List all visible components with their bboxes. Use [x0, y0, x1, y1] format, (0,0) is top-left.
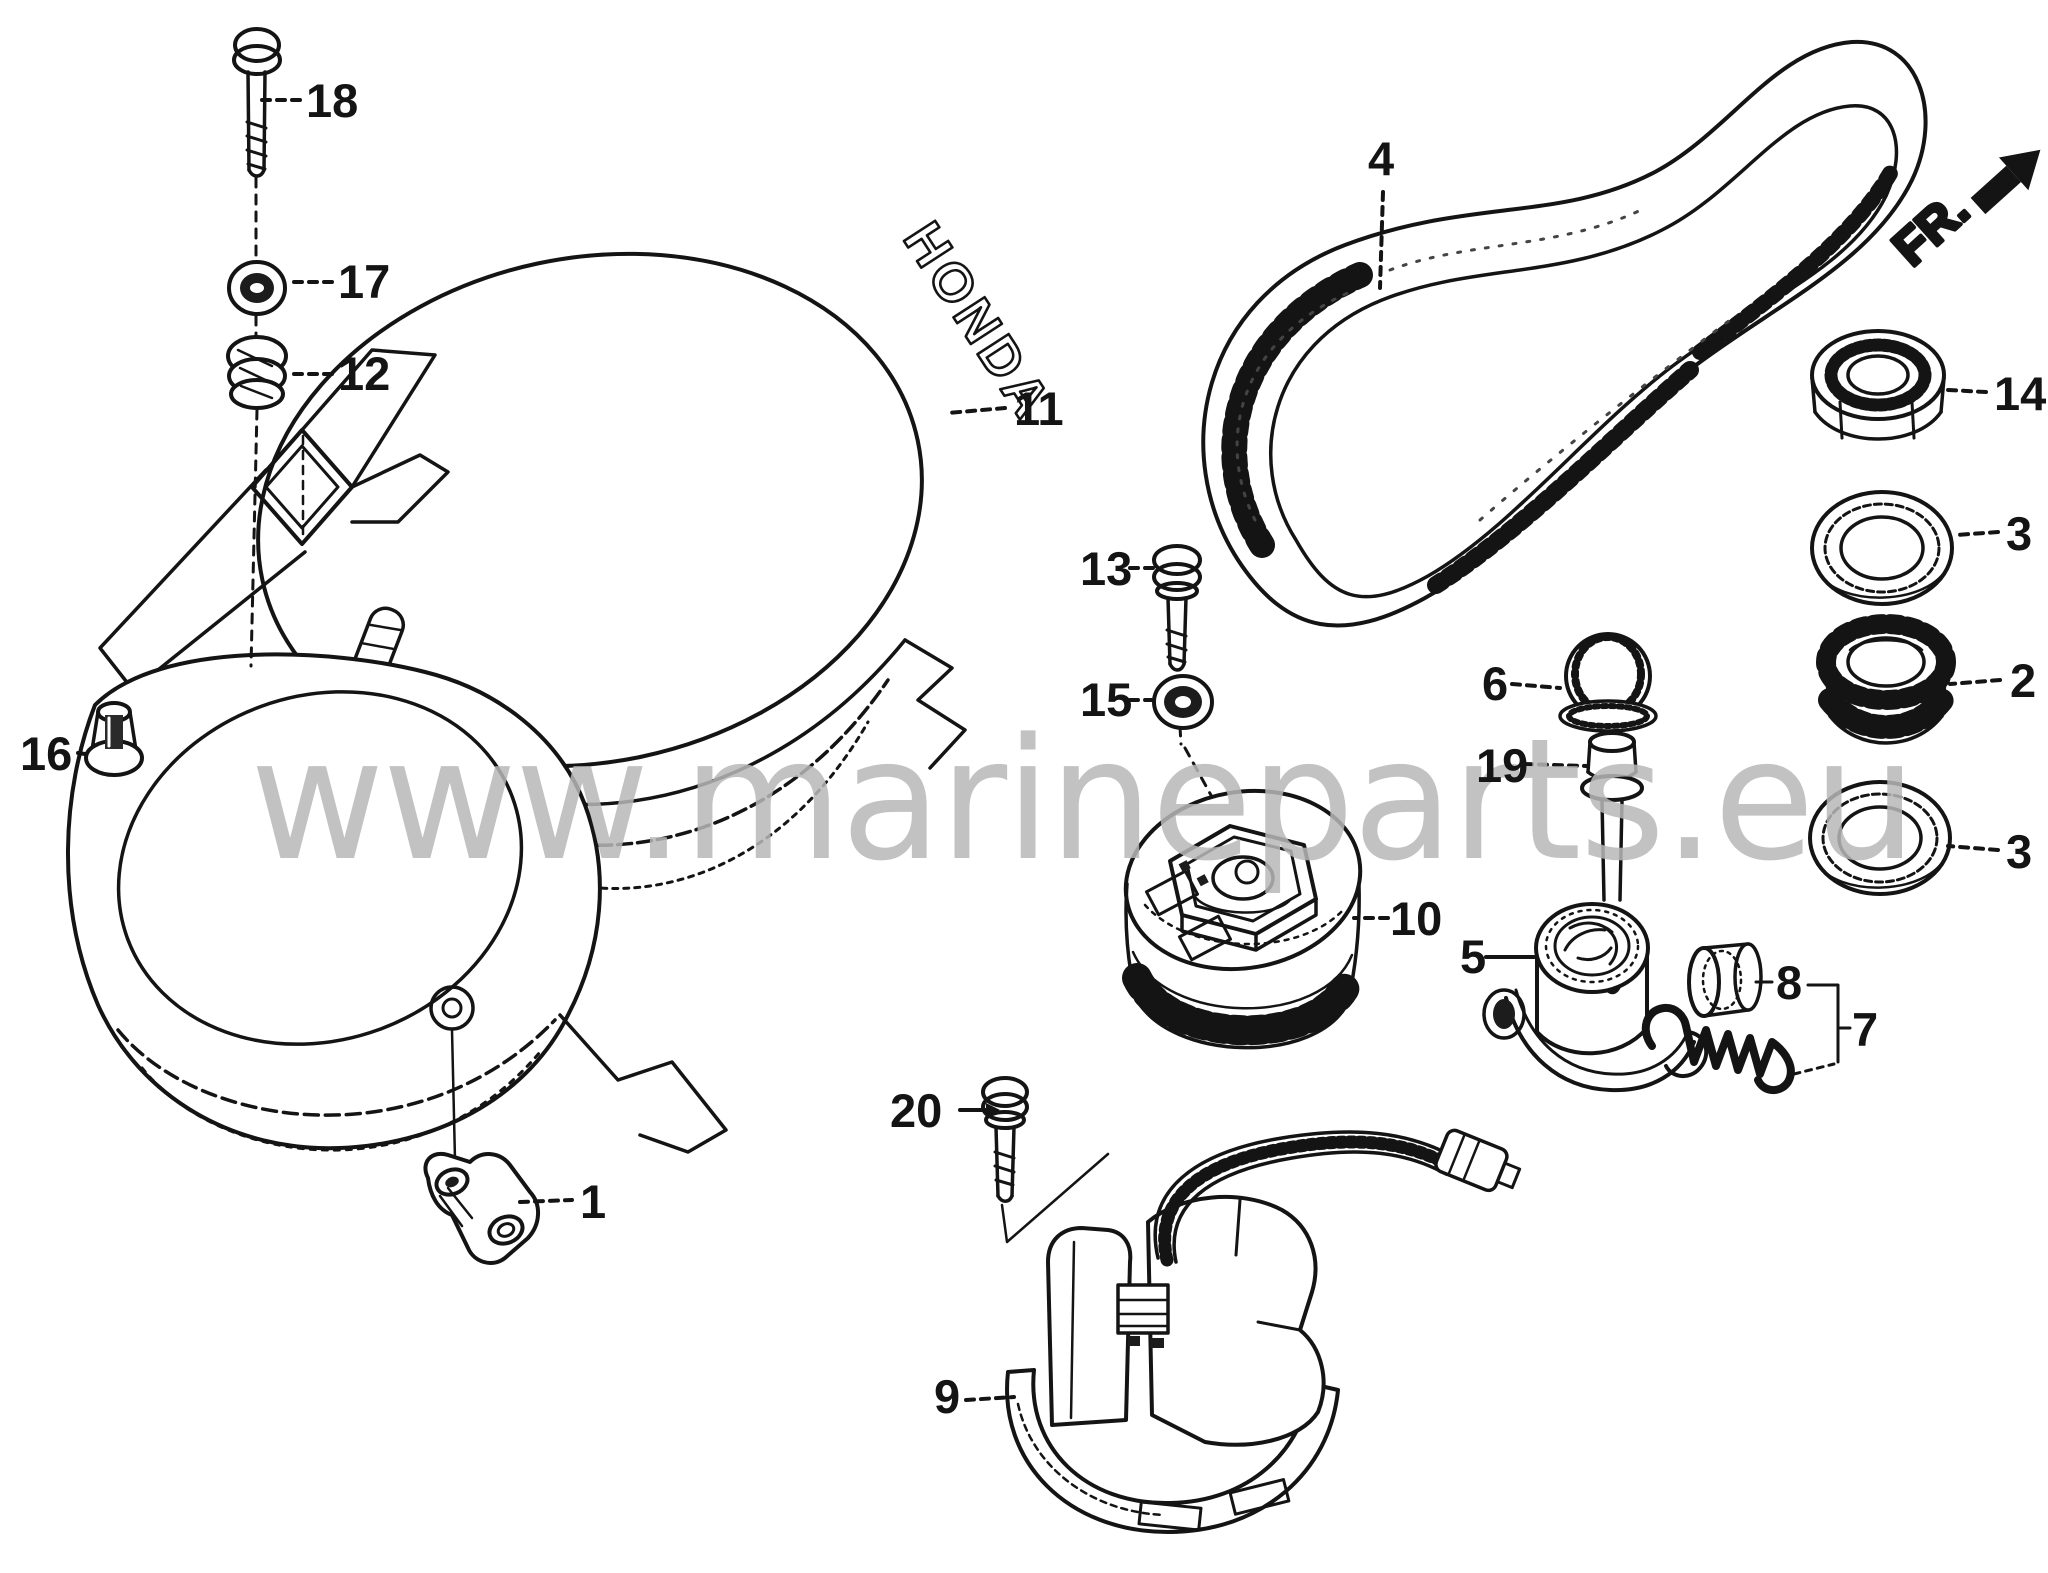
part-label-9: 9 — [934, 1370, 960, 1423]
stay-bracket-1-drawing — [423, 1151, 540, 1265]
collar-12-drawing — [226, 335, 288, 668]
part-label-10: 10 — [1390, 892, 1442, 945]
part-label-2: 2 — [2010, 654, 2036, 707]
part-label-12: 12 — [338, 347, 390, 400]
flange-bolt-18-drawing — [232, 27, 282, 260]
grommet-16-drawing — [84, 701, 144, 777]
leader-lines — [76, 98, 2002, 1402]
part-label-13: 13 — [1080, 542, 1132, 595]
timing-pulley-10-drawing — [1122, 788, 1363, 1050]
flange-bolt-20-drawing — [981, 1076, 1110, 1244]
washer-15-drawing — [1152, 674, 1230, 828]
part-label-11: 11 — [1014, 382, 1064, 435]
part-label-14: 14 — [1994, 367, 2046, 420]
timing-belt-drawing — [1201, 39, 1928, 628]
ignition-coil-9-drawing — [1005, 1128, 1522, 1534]
tensioner-5-drawing — [1482, 902, 1709, 1093]
part-label-3-lower: 3 — [2006, 825, 2032, 878]
timing-belt-cover-drawing: HONDA — [66, 211, 1065, 1162]
part-label-15: 15 — [1080, 673, 1132, 726]
part-label-18: 18 — [306, 74, 358, 127]
watermark-text: www.marineparts.eu — [250, 702, 1915, 898]
part-label-4: 4 — [1368, 132, 1394, 185]
part-label-7: 7 — [1852, 1003, 1878, 1056]
part-label-17: 17 — [338, 255, 390, 308]
part-label-20: 20 — [890, 1084, 942, 1137]
washer-3-upper-drawing — [1810, 490, 1954, 606]
part-label-16: 16 — [20, 727, 72, 780]
cap-nut-6-drawing — [1558, 632, 1658, 733]
roller-8-drawing — [1687, 942, 1763, 1018]
part-label-5: 5 — [1460, 930, 1486, 983]
gear-2-drawing — [1816, 614, 1956, 745]
nut-14-drawing — [1810, 329, 1946, 441]
washer-3-lower-drawing — [1808, 780, 1952, 896]
part-label-1: 1 — [580, 1175, 606, 1228]
spring-7-drawing — [1641, 1003, 1795, 1094]
part-label-6: 6 — [1482, 657, 1508, 710]
part-label-19: 19 — [1476, 739, 1528, 792]
washer-17-drawing — [227, 260, 287, 338]
part-label-3-upper: 3 — [2006, 507, 2032, 560]
part-label-8: 8 — [1776, 956, 1802, 1009]
